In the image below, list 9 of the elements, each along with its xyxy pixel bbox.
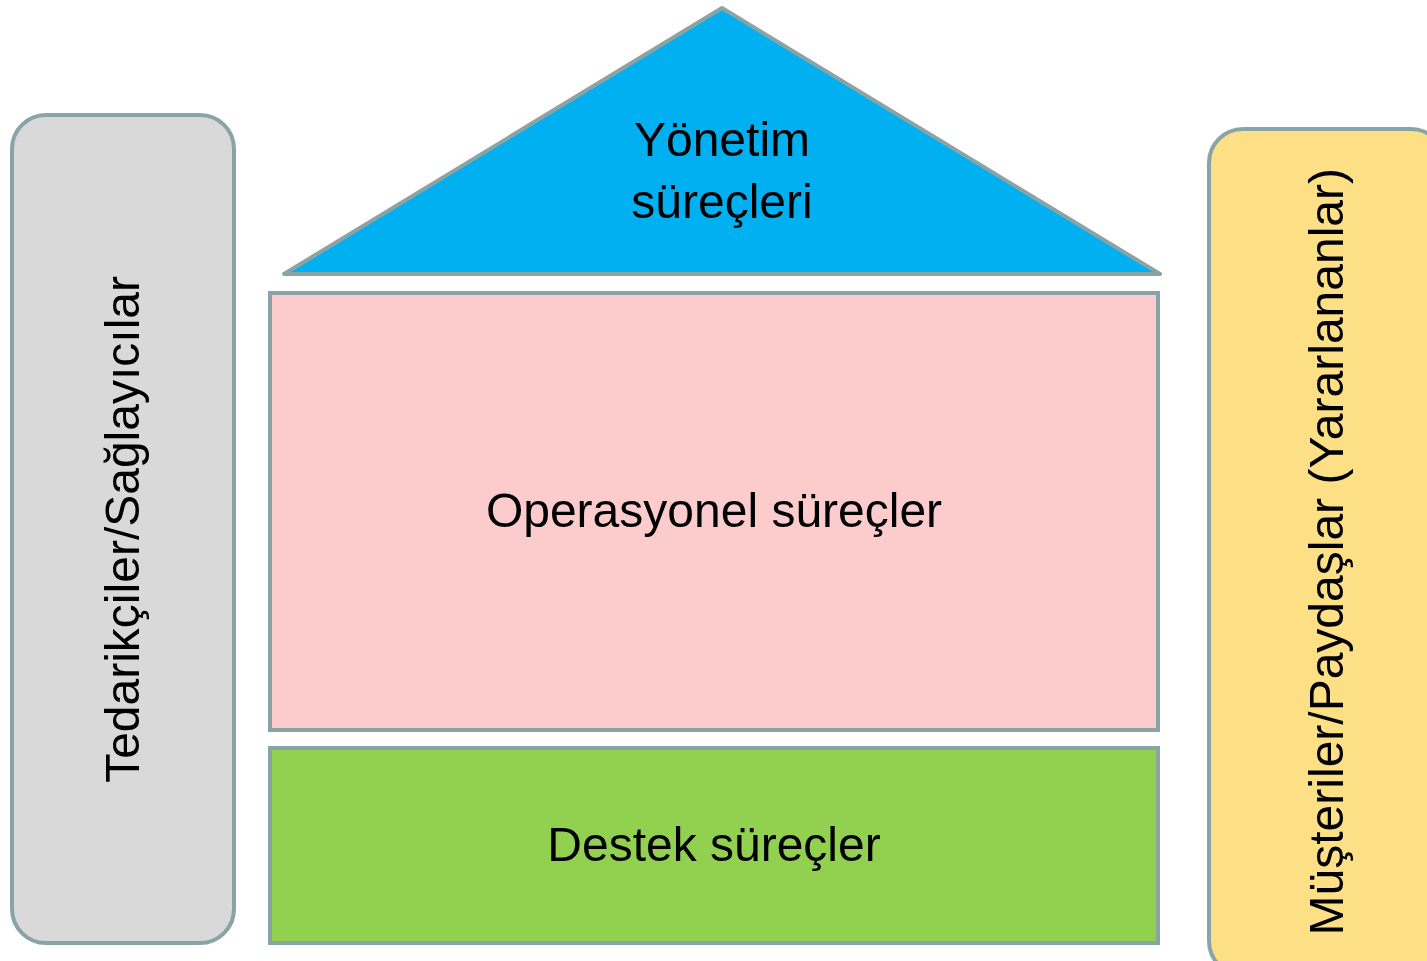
- node-label: Operasyonel süreçler: [485, 483, 943, 540]
- node-label: Müşteriler/Paydaşlar (Yararlananlar): [1298, 168, 1354, 936]
- node-label: Tedarikçiler/Sağlayıcılar: [94, 275, 150, 783]
- node-label: Yönetim süreçleri: [630, 111, 814, 230]
- process-box: [268, 746, 1160, 945]
- customers-panel: [1207, 127, 1427, 961]
- process-box: [268, 291, 1160, 732]
- suppliers-panel: [10, 113, 236, 945]
- node-label: Destek süreçler: [547, 817, 881, 874]
